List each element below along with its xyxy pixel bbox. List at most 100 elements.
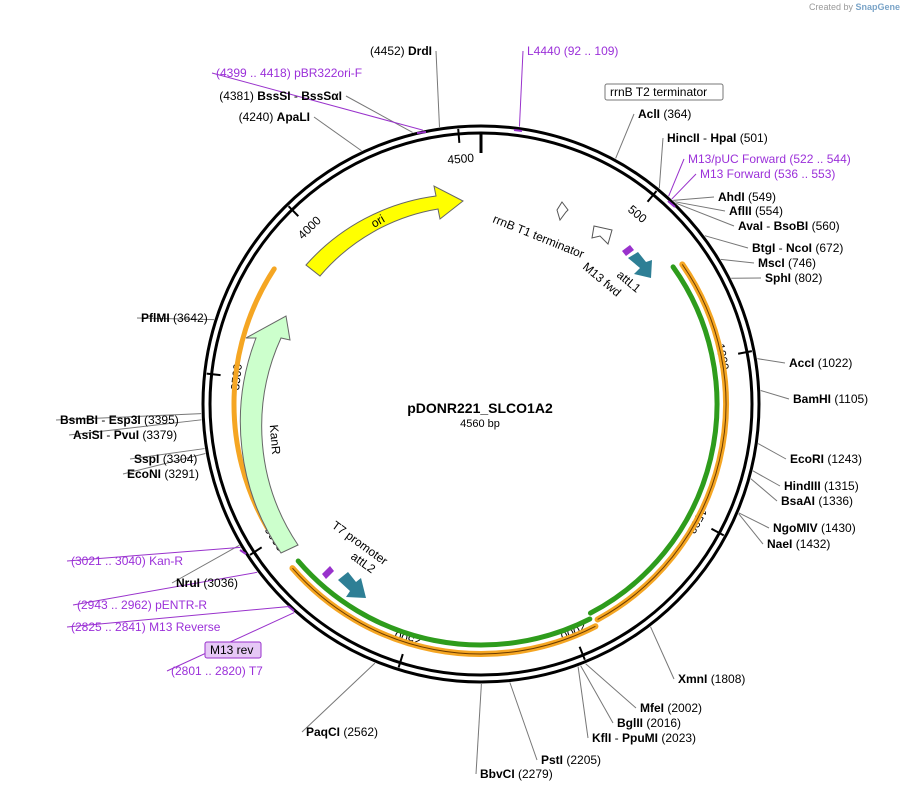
enzyme-name: HpaI <box>710 131 736 145</box>
enzyme-label[interactable]: NruI (3036) <box>176 576 238 590</box>
primer-label[interactable]: (2801 .. 2820) T7 <box>171 664 263 678</box>
orf-layer <box>231 261 729 657</box>
tick-label: 4500 <box>447 151 475 167</box>
enzyme-name: AhdI <box>718 190 745 204</box>
primer-text: Kan-R <box>149 554 183 568</box>
enzyme-name: ApaLI <box>277 110 310 124</box>
enzyme-name: AsiSI <box>73 428 103 442</box>
enzyme-label[interactable]: BamHI (1105) <box>793 392 868 406</box>
primer-label[interactable]: M13 Forward (536 .. 553) <box>700 167 835 181</box>
enzyme-label[interactable]: EcoRI (1243) <box>790 452 862 466</box>
enzyme-name: EcoNI <box>127 467 161 481</box>
enzyme-name: MfeI <box>640 701 664 715</box>
m13-puc-forward-marker[interactable] <box>667 200 676 208</box>
enzyme-label[interactable]: MscI (746) <box>758 256 816 270</box>
primer-text: M13/pUC Forward <box>688 152 786 166</box>
enzyme-name: PaqCI <box>306 725 340 739</box>
enzyme-name: PpuMI <box>622 731 658 745</box>
snapgene-credit: Created by SnapGene <box>809 2 900 12</box>
enzyme-label[interactable]: XmnI (1808) <box>678 672 745 686</box>
position-text: (1315) <box>824 479 859 493</box>
enzyme-label[interactable]: AflII (554) <box>729 204 783 218</box>
leader-line <box>676 202 735 227</box>
enzyme-label[interactable]: PaqCI (2562) <box>306 725 378 739</box>
position-text: (746) <box>788 256 816 270</box>
primer-label[interactable]: M13 rev <box>210 643 253 657</box>
enzyme-label[interactable]: SphI (802) <box>765 271 822 285</box>
enzyme-label[interactable]: NaeI (1432) <box>767 537 830 551</box>
enzyme-label[interactable]: (4452) DrdI <box>370 44 432 58</box>
leader-line <box>704 235 749 249</box>
pbr322ori-f-marker[interactable] <box>416 131 427 134</box>
enzyme-label[interactable]: BsaAI (1336) <box>781 494 853 508</box>
position-text: (4452) <box>370 44 405 58</box>
enzyme-label[interactable]: AclI (364) <box>638 107 691 121</box>
leader-line <box>577 666 589 739</box>
position-text: (1022) <box>818 356 853 370</box>
position-text: (672) <box>815 241 843 255</box>
enzyme-label[interactable]: BglII (2016) <box>617 716 681 730</box>
ori-feature-arrow[interactable] <box>305 185 464 277</box>
leader-line <box>66 606 288 628</box>
leader-line <box>757 358 786 364</box>
enzyme-label[interactable]: BtgI - NcoI (672) <box>752 241 843 255</box>
leader-line <box>668 158 685 197</box>
leader-line <box>580 665 614 724</box>
enzyme-label[interactable]: EcoNI (3291) <box>127 467 199 481</box>
enzyme-name: BbvCI <box>480 767 515 781</box>
kan-r-marker[interactable] <box>239 549 247 555</box>
enzyme-name: AclI <box>638 107 660 121</box>
enzyme-label[interactable]: BbvCI (2279) <box>480 767 553 781</box>
enzyme-label[interactable]: AvaI - BsoBI (560) <box>738 219 840 233</box>
enzyme-label[interactable]: KflI - PpuMI (2023) <box>592 731 696 745</box>
enzyme-label[interactable]: (4381) BssSI - BssSαI <box>219 89 342 103</box>
enzyme-label[interactable]: SspI (3304) <box>134 452 197 466</box>
primer-label[interactable]: (3021 .. 3040) Kan-R <box>71 554 183 568</box>
position-text: (549) <box>748 190 776 204</box>
leader-line <box>72 571 258 606</box>
enzyme-name: HincII <box>667 131 700 145</box>
l4440-marker[interactable] <box>513 129 523 132</box>
t7-promoter-feature[interactable] <box>322 566 334 579</box>
enzyme-label[interactable]: MfeI (2002) <box>640 701 702 715</box>
rrnb-t1-terminator-arrow[interactable] <box>591 225 613 245</box>
enzyme-label[interactable]: (4240) ApaLI <box>239 110 310 124</box>
position-text: (560) <box>812 219 840 233</box>
attl2-feature-arrow[interactable] <box>338 572 366 598</box>
primer-label[interactable]: (2825 .. 2841) M13 Reverse <box>71 620 221 634</box>
leader-line <box>673 196 715 201</box>
leader-line <box>760 390 790 400</box>
primer-label[interactable]: (4399 .. 4418) pBR322ori-F <box>216 66 362 80</box>
pentr-r-marker[interactable] <box>287 605 295 612</box>
position-text: (4240) <box>239 110 274 124</box>
leader-line <box>757 443 787 460</box>
enzyme-name: BamHI <box>793 392 831 406</box>
position-text: - <box>291 89 302 103</box>
enzyme-label[interactable]: PflMI (3642) <box>141 311 208 325</box>
enzyme-name: NaeI <box>767 537 792 551</box>
position-text: (1432) <box>796 537 831 551</box>
enzyme-name: KflI <box>592 731 611 745</box>
snapgene-logo: SnapGene <box>855 2 900 12</box>
rrnb-t2-terminator-arrow[interactable] <box>556 201 569 222</box>
enzyme-label[interactable]: HincII - HpaI (501) <box>667 131 768 145</box>
enzyme-label[interactable]: BsmBI - Esp3I (3395) <box>60 413 179 427</box>
kanr-feature-arrow[interactable] <box>239 315 299 554</box>
primer-label[interactable]: L4440 (92 .. 109) <box>527 44 618 58</box>
leader-line <box>720 258 755 264</box>
enzyme-label[interactable]: HindIII (1315) <box>784 479 859 493</box>
position-text: (3642) <box>173 311 208 325</box>
enzyme-name: SphI <box>765 271 791 285</box>
enzyme-label[interactable]: AccI (1022) <box>789 356 852 370</box>
attl1-feature-arrow[interactable] <box>628 252 652 278</box>
enzyme-label[interactable]: AhdI (549) <box>718 190 776 204</box>
enzyme-label[interactable]: AsiSI - PvuI (3379) <box>73 428 177 442</box>
enzyme-label[interactable]: NgoMIV (1430) <box>773 521 856 535</box>
enzyme-name: HindIII <box>784 479 821 493</box>
m13-rev-box <box>204 641 262 659</box>
primer-label[interactable]: M13/pUC Forward (522 .. 544) <box>688 152 851 166</box>
primer-label[interactable]: (2943 .. 2962) pENTR-R <box>77 598 207 612</box>
m13-fwd-feature[interactable] <box>622 245 634 256</box>
enzyme-label[interactable]: PstI (2205) <box>541 753 601 767</box>
position-text: (2002) <box>667 701 702 715</box>
